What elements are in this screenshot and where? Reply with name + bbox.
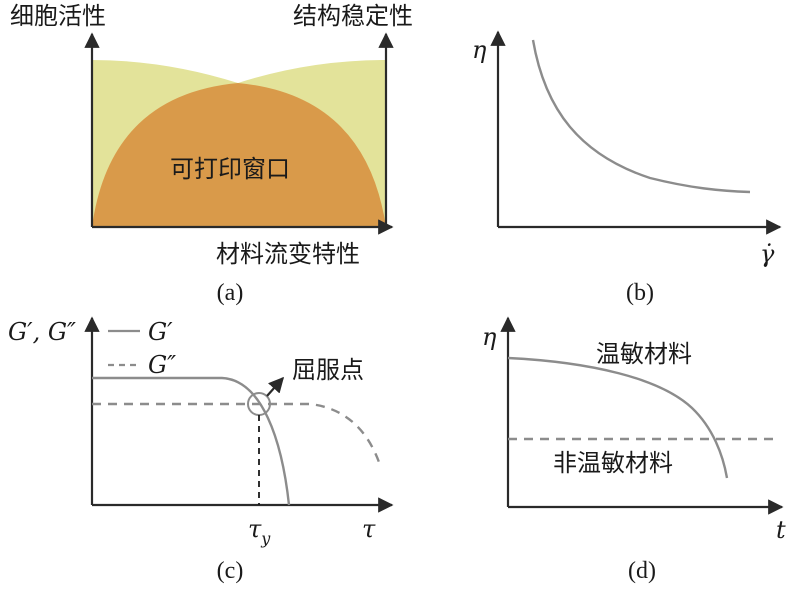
d-caption: (d) [628,558,656,584]
a-y-left-label: 细胞活性 [10,2,106,30]
c-loss-modulus-curve [92,402,382,466]
c-caption: (c) [217,558,244,584]
d-y-label: η [482,323,497,351]
d-dashed-label: 非温敏材料 [553,449,673,477]
c-legend-solid-label: G′ [148,318,173,346]
d-x-label: t [776,516,786,544]
c-x-label: τ [362,515,376,543]
panel-d: η 温敏材料 非温敏材料 t (d) [482,316,786,584]
b-x-label: γ̇ [760,240,775,268]
panel-b: η γ̇ (b) [472,30,782,306]
panel-a: 细胞活性 结构稳定性 可打印窗口 材料流变特性 (a) [10,2,413,306]
c-legend-dashed-label: G″ [148,351,176,379]
b-y-label: η [472,36,487,64]
printable-window-region [92,83,386,227]
c-y-label: G′, G″ [8,318,76,346]
panel-c: G′, G″ G′ G″ 屈服点 τy τ (c) [8,316,394,584]
c-tick-label: τy [248,515,271,548]
a-x-label: 材料流变特性 [216,240,360,268]
b-caption: (b) [626,280,654,306]
a-region-label: 可打印窗口 [170,155,290,183]
a-caption: (a) [217,280,244,306]
d-thermosensitive-curve [507,356,729,479]
b-viscosity-curve [531,39,751,194]
c-annotation-arrow [266,376,285,397]
a-y-right-label: 结构稳定性 [293,2,413,30]
d-curve-label: 温敏材料 [596,340,692,368]
c-yield-annotation: 屈服点 [292,356,364,384]
